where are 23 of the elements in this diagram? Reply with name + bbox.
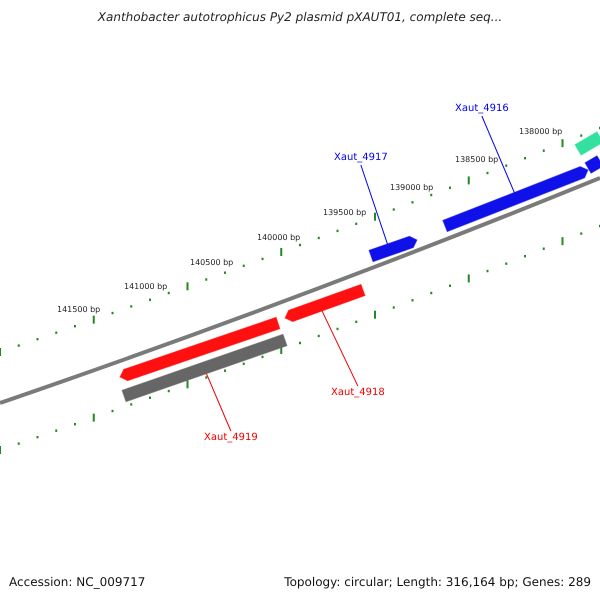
gene-feature — [368, 236, 418, 262]
gene-label: Xaut_4918 — [331, 387, 385, 398]
leader-line — [206, 373, 232, 432]
gene-label: Xaut_4919 — [204, 432, 258, 443]
scale-label: 139000 bp — [390, 183, 434, 192]
footer-text: Accession: NC_009717 — [9, 575, 146, 589]
scale-label: 141500 bp — [57, 305, 100, 314]
gene-feature — [574, 131, 600, 156]
leader-line — [322, 310, 358, 386]
leader-line — [481, 116, 515, 193]
footer-text: Topology: circular; Length: 316,164 bp; Genes: 289 — [284, 575, 591, 589]
gene-label: Xaut_4916 — [455, 103, 509, 114]
feature-bar — [121, 334, 288, 402]
gene-label: Xaut_4917 — [334, 152, 388, 163]
gene-feature — [119, 316, 281, 382]
scale-label: 140000 bp — [257, 233, 300, 242]
title: Xanthobacter autotrophicus Py2 plasmid pXAUT01, complete seq... — [96, 10, 504, 24]
gene-feature — [284, 284, 366, 322]
gene-feature — [584, 155, 600, 174]
gene-feature — [442, 166, 589, 232]
scale-label: 140500 bp — [190, 258, 234, 267]
leader-line — [360, 164, 388, 244]
scale-label: 141000 bp — [124, 282, 168, 291]
